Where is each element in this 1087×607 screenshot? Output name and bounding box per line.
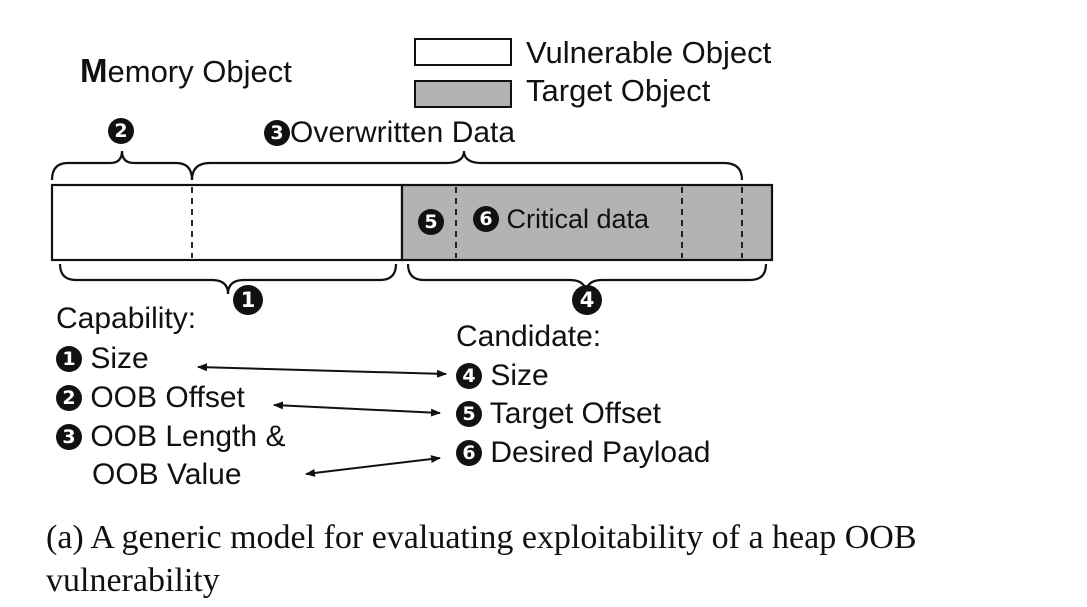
marker-5-list: 5 [456,401,482,427]
brace-oob-offset [50,150,194,181]
legend-label-target: Target Object [526,73,711,108]
marker-2-list: 2 [56,385,82,411]
marker-1-list: 1 [56,346,82,372]
marker-2-top: 2 [108,118,134,145]
marker-4-bottom: 4 [572,285,602,315]
vulnerable-object-block [50,183,404,262]
diagram-title: Memory Object [80,52,292,90]
brace-overwritten [190,150,744,181]
title-rest: emory Object [107,54,292,89]
marker-3-top: 3 [264,120,290,146]
arrow-offset [273,401,441,417]
marker-3-list: 3 [56,424,82,450]
legend-label-vulnerable: Vulnerable Object [526,35,772,70]
brace-capability-size [58,263,398,295]
marker-5-bar: 5 [418,209,444,236]
candidate-item-desired-payload: 6 Desired Payload [456,436,710,470]
caption-line-1: (a) A generic model for evaluating explo… [46,519,917,556]
candidate-heading: Candidate: [456,320,602,353]
label-critical-data: 6 Critical data [473,204,649,235]
legend-swatch-target [414,80,512,108]
capability-heading: Capability: [56,302,197,335]
marker-4-list: 4 [456,363,482,389]
caption-line-2: vulnerability [46,562,220,599]
marker-1-bottom: 1 [233,285,263,315]
marker-6-list: 6 [456,440,482,466]
target-object-block [400,183,774,262]
candidate-item-size: 4 Size [456,359,549,393]
candidate-item-target-offset: 5 Target Offset [456,397,661,431]
arrow-payload [305,455,441,477]
capability-item-oob-value: OOB Value [92,458,242,491]
title-initial: M [80,52,108,89]
capability-item-oob-offset: 2 OOB Offset [56,381,245,415]
capability-item-oob-length: 3 OOB Length & [56,420,285,454]
critical-data-text: Critical data [506,204,650,234]
marker-6-bar: 6 [473,206,499,232]
capability-item-size: 1 Size [56,342,149,376]
legend-swatch-vulnerable [414,38,512,66]
arrow-size [197,363,447,378]
overwritten-text: Overwritten Data [290,116,516,149]
